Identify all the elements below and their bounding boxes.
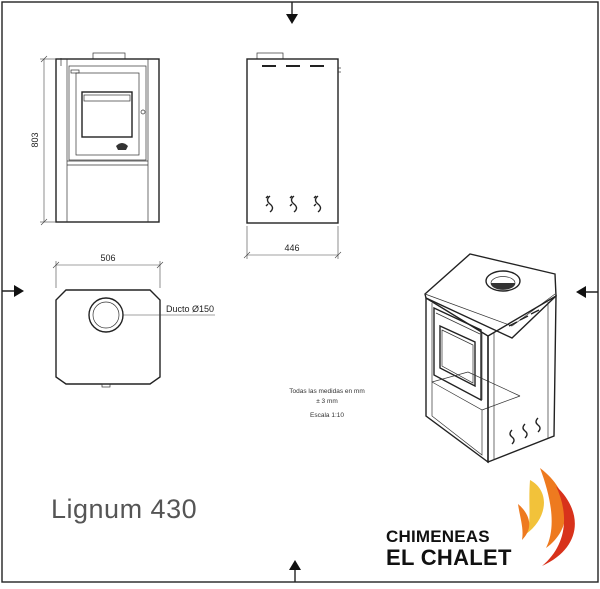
brand-logo-text: CHIMENEAS EL CHALET xyxy=(386,528,536,569)
center-arrow-left xyxy=(2,285,24,297)
flame-logo xyxy=(518,468,575,566)
scale-note: Escala 1:10 xyxy=(310,412,344,419)
width-label: 506 xyxy=(100,253,115,263)
front-view xyxy=(55,52,160,223)
isometric-view xyxy=(424,253,557,464)
tolerance-note: ± 3 mm xyxy=(316,398,338,405)
side-view xyxy=(246,52,341,224)
center-arrow-bottom xyxy=(289,560,301,582)
brand-line-2: EL CHALET xyxy=(386,545,512,570)
height-dimension: 803 xyxy=(30,55,56,226)
product-title: Lignum 430 xyxy=(51,494,198,524)
center-arrow-right xyxy=(576,286,598,298)
top-view xyxy=(55,289,161,388)
drawing-notes: Todas las medidas en mm ± 3 mm Escala 1:… xyxy=(268,387,386,421)
brand-line-1: CHIMENEAS xyxy=(386,527,490,546)
center-arrow-top xyxy=(286,2,298,24)
duct-label: Ducto Ø150 xyxy=(166,304,214,314)
duct-callout: Ducto Ø150 xyxy=(123,304,215,316)
width-dimension: 506 xyxy=(52,253,164,288)
height-label: 803 xyxy=(30,132,40,147)
depth-label: 446 xyxy=(284,243,299,253)
depth-dimension: 446 xyxy=(243,226,342,259)
units-note: Todas las medidas en mm xyxy=(289,388,365,395)
